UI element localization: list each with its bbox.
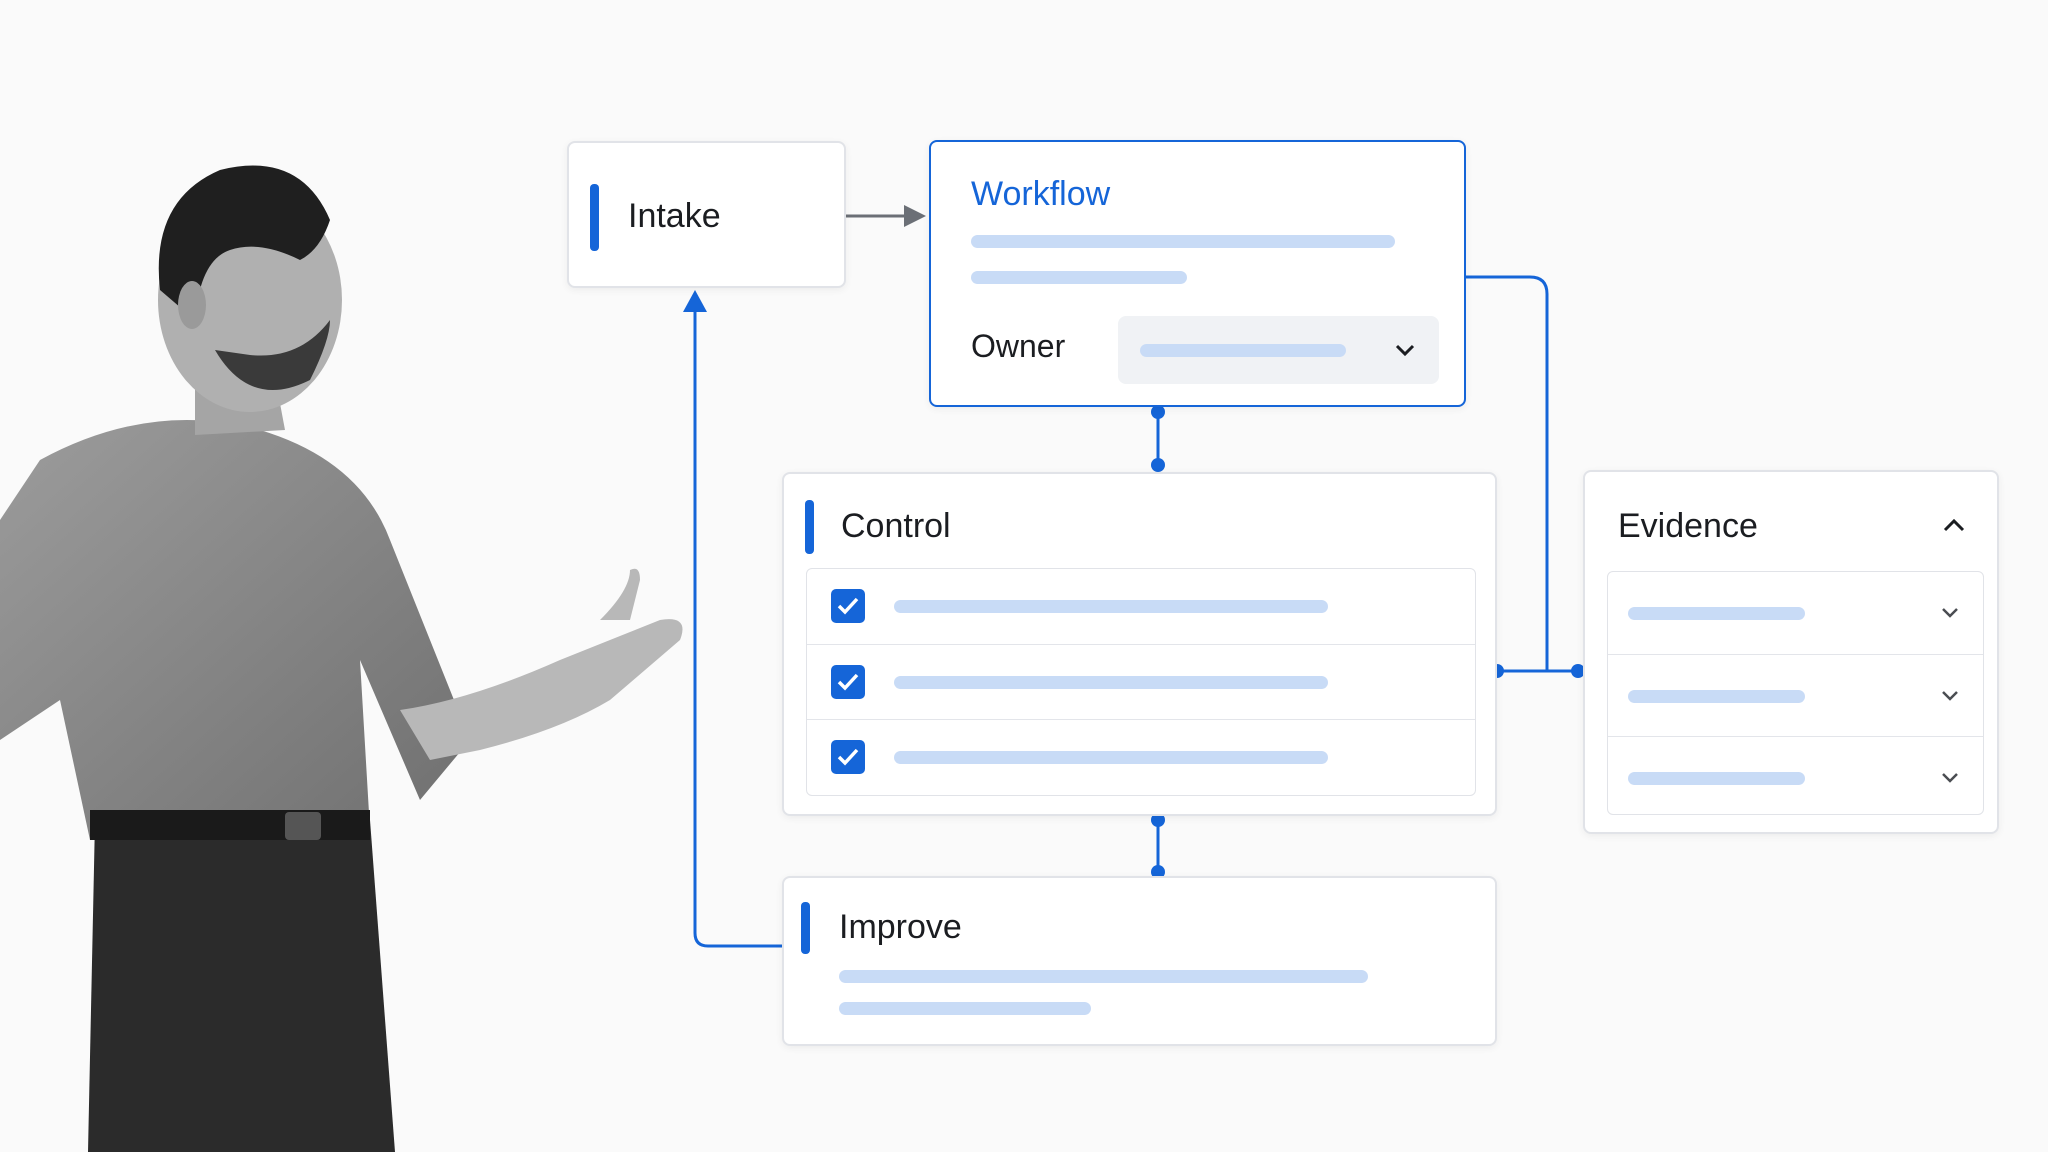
evidence-card[interactable]: Evidence — [1583, 470, 1999, 834]
evidence-list — [1607, 571, 1984, 815]
control-card[interactable]: Control — [782, 472, 1497, 816]
improve-card[interactable]: Improve — [782, 876, 1497, 1046]
chevron-down-icon[interactable] — [1394, 340, 1416, 360]
improve-title: Improve — [839, 908, 962, 946]
workflow-card[interactable]: Workflow Owner — [929, 140, 1466, 407]
intake-card[interactable]: Intake — [567, 141, 846, 288]
control-accent — [805, 500, 814, 554]
evidence-item-placeholder — [1628, 772, 1805, 785]
arrow-up-icon — [683, 290, 707, 312]
checkmark-icon — [837, 748, 859, 766]
edge-workflow-evidence — [1466, 275, 1549, 671]
evidence-item[interactable] — [1608, 572, 1983, 652]
owner-label: Owner — [971, 328, 1066, 364]
control-title: Control — [841, 507, 951, 545]
checkmark-icon — [837, 673, 859, 691]
control-checklist — [806, 568, 1476, 796]
checklist-item[interactable] — [807, 569, 1475, 643]
workflow-title: Workflow — [971, 175, 1111, 213]
checkbox-checked[interactable] — [831, 665, 865, 699]
arrow-right-icon — [904, 205, 926, 227]
chevron-down-icon[interactable] — [1940, 604, 1960, 622]
checklist-item-placeholder — [894, 676, 1328, 689]
improve-placeholder-line — [839, 1002, 1091, 1015]
intake-accent — [590, 184, 599, 251]
chevron-down-icon[interactable] — [1940, 687, 1960, 705]
checklist-item-placeholder — [894, 751, 1328, 764]
owner-select-placeholder — [1140, 344, 1346, 357]
checkbox-checked[interactable] — [831, 740, 865, 774]
checklist-item[interactable] — [807, 644, 1475, 719]
checkmark-icon — [837, 597, 859, 615]
improve-placeholder-line — [839, 970, 1368, 983]
edge-improve-intake — [693, 308, 782, 948]
intake-title: Intake — [628, 197, 721, 235]
evidence-item-placeholder — [1628, 607, 1805, 620]
chevron-down-icon[interactable] — [1940, 769, 1960, 787]
evidence-item[interactable] — [1608, 654, 1983, 735]
chevron-up-icon[interactable] — [1942, 515, 1966, 535]
workflow-placeholder-line — [971, 271, 1187, 284]
checklist-item[interactable] — [807, 719, 1475, 794]
owner-select[interactable] — [1118, 316, 1439, 384]
evidence-title: Evidence — [1618, 507, 1758, 545]
checkbox-checked[interactable] — [831, 589, 865, 623]
evidence-item-placeholder — [1628, 690, 1805, 703]
evidence-item[interactable] — [1608, 736, 1983, 815]
improve-accent — [801, 902, 810, 954]
workflow-placeholder-line — [971, 235, 1395, 248]
checklist-item-placeholder — [894, 600, 1328, 613]
presenter-figure — [0, 165, 683, 1152]
